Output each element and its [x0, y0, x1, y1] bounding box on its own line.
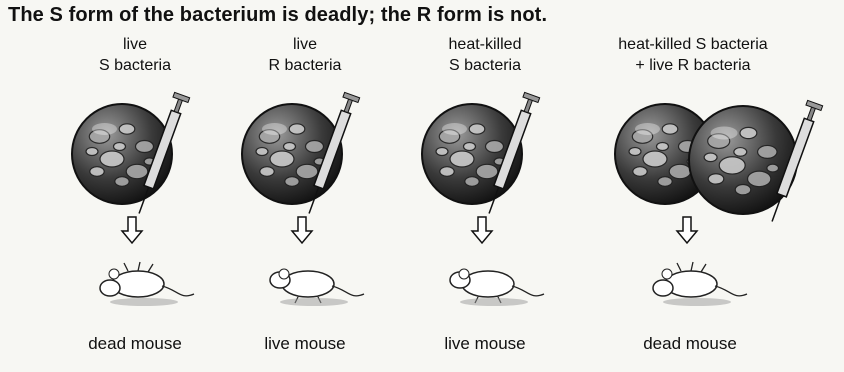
outcome-label: dead mouse — [605, 334, 775, 354]
mouse-icon — [450, 269, 544, 306]
figure-title: The S form of the bacterium is deadly; t… — [8, 4, 547, 27]
down-arrow-icon — [292, 217, 312, 243]
panel-illustration — [595, 34, 844, 334]
mouse-icon — [653, 262, 747, 306]
down-arrow-icon — [122, 217, 142, 243]
panel-live-r-bacteria: live R bacteria live mouse — [220, 34, 420, 372]
mouse-icon — [270, 269, 364, 306]
outcome-label: dead mouse — [50, 334, 220, 354]
outcome-label: live mouse — [400, 334, 570, 354]
panel-illustration — [220, 34, 420, 334]
bacteria-sphere-icon — [615, 104, 797, 214]
outcome-label: live mouse — [220, 334, 390, 354]
panel-heat-killed-s-bacteria: heat-killed S bacteria live mouse — [400, 34, 600, 372]
panel-illustration — [400, 34, 600, 334]
down-arrow-icon — [472, 217, 492, 243]
mouse-icon — [100, 262, 194, 306]
panel-heat-killed-s-plus-live-r: heat-killed S bacteria + live R bacteria… — [595, 34, 844, 372]
down-arrow-icon — [677, 217, 697, 243]
